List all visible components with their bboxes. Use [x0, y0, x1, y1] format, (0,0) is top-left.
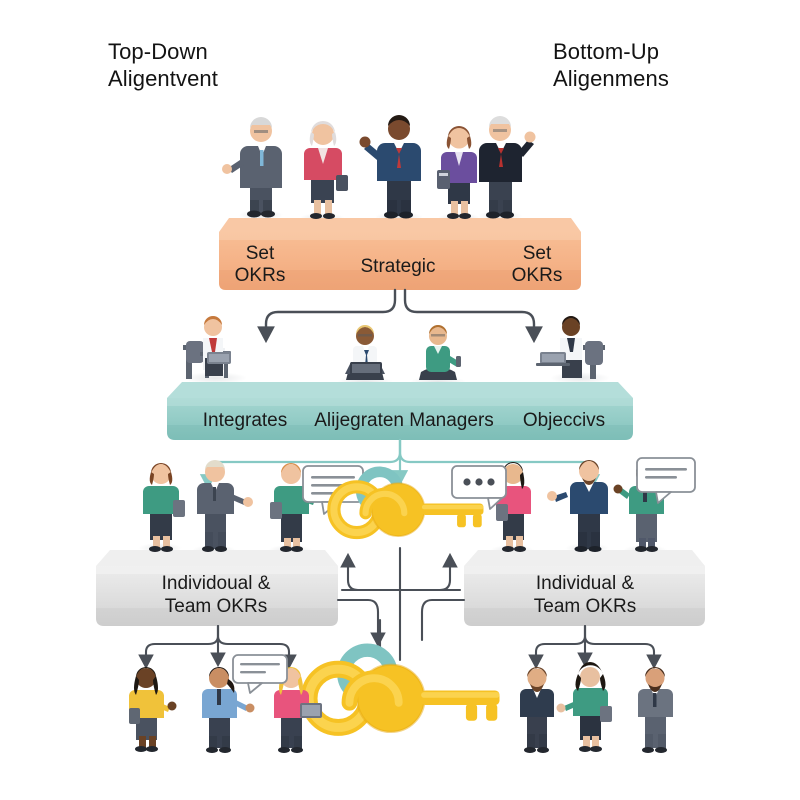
- management-platform: [167, 372, 633, 440]
- person-individual-right-1: [520, 667, 554, 753]
- person-executive-4: [437, 126, 477, 219]
- bottom-right-people-group: [520, 662, 673, 753]
- person-executive-5: [479, 116, 536, 219]
- person-team-left-1: [143, 463, 185, 552]
- person-individual-left-1: [129, 667, 177, 752]
- arrows-team-to-individuals: [138, 624, 662, 670]
- header-top-down: Top-Down Aligentvent: [108, 39, 218, 91]
- arrow-right-box-down: [420, 598, 466, 642]
- team-right-label: Individual & Team OKRs: [533, 573, 637, 617]
- executive-people-group: [222, 115, 536, 219]
- person-team-right-1: [496, 462, 531, 552]
- arrow-left-box-down: [336, 598, 386, 648]
- bottom-left-people-group: [129, 654, 322, 753]
- executive-label-left: Set OKRs: [234, 243, 286, 286]
- person-manager-2: [345, 325, 385, 380]
- management-label-center: Alijegraten Managers: [314, 410, 494, 431]
- speech-bubble-lines-right: [636, 457, 696, 504]
- person-manager-4: [536, 316, 605, 379]
- person-individual-right-2: [556, 662, 612, 752]
- person-executive-2: [304, 121, 348, 219]
- team-right-people-group: [496, 460, 664, 552]
- arrow-left-box-to-right: [340, 552, 458, 592]
- executive-label-center: Strategic: [360, 256, 436, 277]
- arrows-exec-to-management: [257, 288, 543, 344]
- management-label-left: Integrates: [202, 410, 288, 431]
- speech-bubble-dots-center: [451, 465, 507, 510]
- person-team-left-2: [197, 460, 253, 552]
- person-manager-3: [419, 325, 461, 380]
- management-people-group: [183, 316, 605, 380]
- arrow-exec-to-mgmt-right: [403, 288, 543, 344]
- person-team-right-2: [547, 460, 608, 552]
- arrow-network-center: [336, 546, 466, 662]
- management-label-right: Objeccivs: [522, 410, 606, 431]
- speech-bubble-lines-bottom-left: [232, 654, 288, 694]
- person-manager-1: [183, 316, 231, 379]
- executive-label-right: Set OKRs: [511, 243, 563, 286]
- header-bottom-up: Bottom-Up Aligenmens: [553, 39, 669, 91]
- arrow-to-individual-l3: [216, 624, 297, 670]
- person-individual-left-2: [202, 667, 255, 753]
- person-individual-right-3: [638, 667, 673, 753]
- team-left-label: Individoual & Team OKRs: [161, 573, 271, 617]
- arrow-to-individual-r3: [583, 624, 662, 670]
- arrow-exec-to-mgmt-left: [257, 288, 397, 344]
- team-platform-left: [96, 543, 338, 626]
- person-executive-1: [222, 117, 282, 218]
- person-executive-3: [359, 115, 421, 219]
